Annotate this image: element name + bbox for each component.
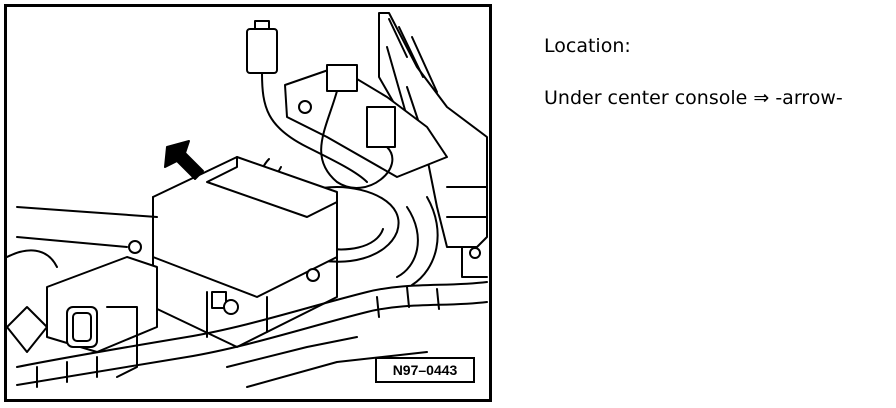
- description-block: Location: Under center console ⇒ -arrow-: [544, 34, 884, 110]
- illustration-frame: N97–0443: [4, 4, 492, 402]
- location-description: Under center console ⇒ -arrow-: [544, 87, 843, 109]
- figure-reference-label: N97–0443: [375, 357, 475, 383]
- location-heading: Location:: [544, 35, 631, 57]
- center-console-illustration: [7, 12, 488, 388]
